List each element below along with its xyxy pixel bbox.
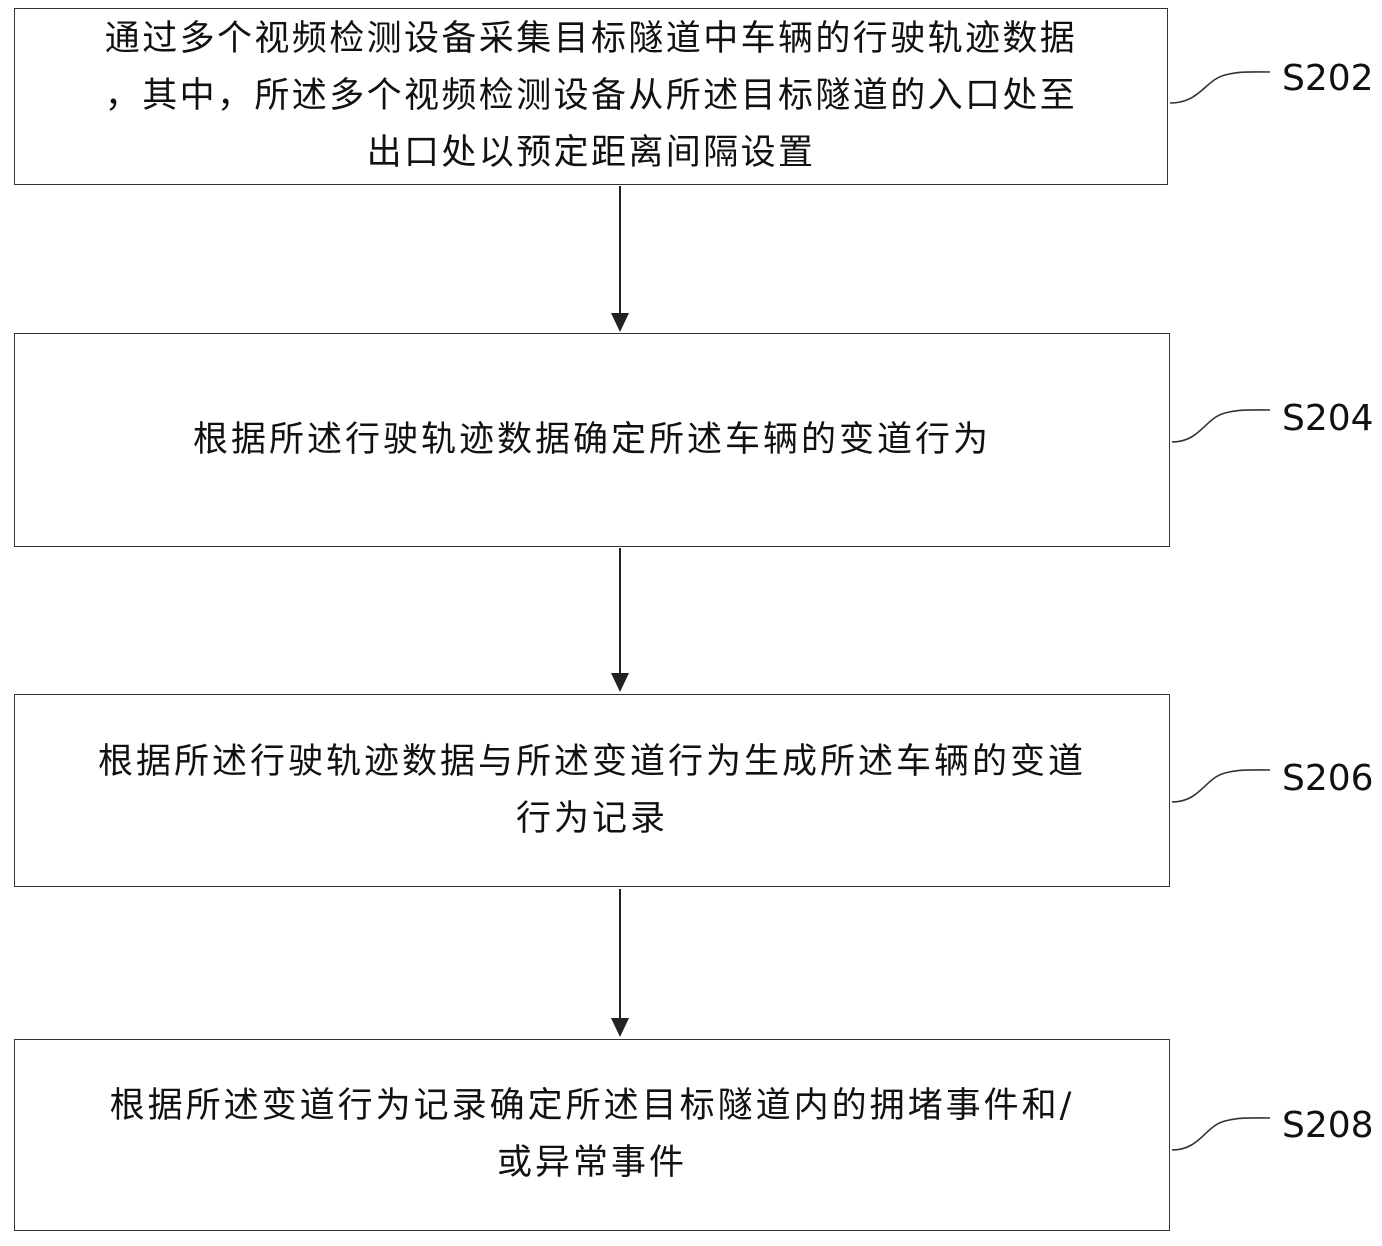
step-box-s202: 通过多个视频检测设备采集目标隧道中车辆的行驶轨迹数据 ，其中，所述多个视频检测设… [14,8,1168,185]
leader-line-s202 [1169,71,1271,104]
step-box-s204: 根据所述行驶轨迹数据确定所述车辆的变道行为 [14,333,1170,547]
step-text-s208: 根据所述变道行为记录确定所述目标隧道内的拥堵事件和/ 或异常事件 [109,1086,1075,1183]
step-label-s206: S206 [1282,758,1374,799]
step-text-s204: 根据所述行驶轨迹数据确定所述车辆的变道行为 [192,419,991,460]
step-box-s208: 根据所述变道行为记录确定所述目标隧道内的拥堵事件和/ 或异常事件 [14,1039,1170,1231]
step-text-s202: 通过多个视频检测设备采集目标隧道中车辆的行驶轨迹数据 ，其中，所述多个视频检测设… [104,19,1078,173]
flow-arrow-s204-s206 [611,548,629,692]
leader-line-s208 [1171,1117,1271,1151]
step-label-s204: S204 [1282,398,1374,439]
step-text-s206: 根据所述行驶轨迹数据与所述变道行为生成所述车辆的变道 行为记录 [97,741,1086,839]
step-box-s206: 根据所述行驶轨迹数据与所述变道行为生成所述车辆的变道 行为记录 [14,694,1170,887]
step-label-s202: S202 [1282,58,1374,99]
step-label-s208: S208 [1282,1105,1374,1146]
flow-arrow-s202-s204 [611,186,629,332]
leader-line-s204 [1171,409,1271,443]
flow-arrow-s206-s208 [611,889,629,1037]
leader-line-s206 [1171,769,1271,803]
